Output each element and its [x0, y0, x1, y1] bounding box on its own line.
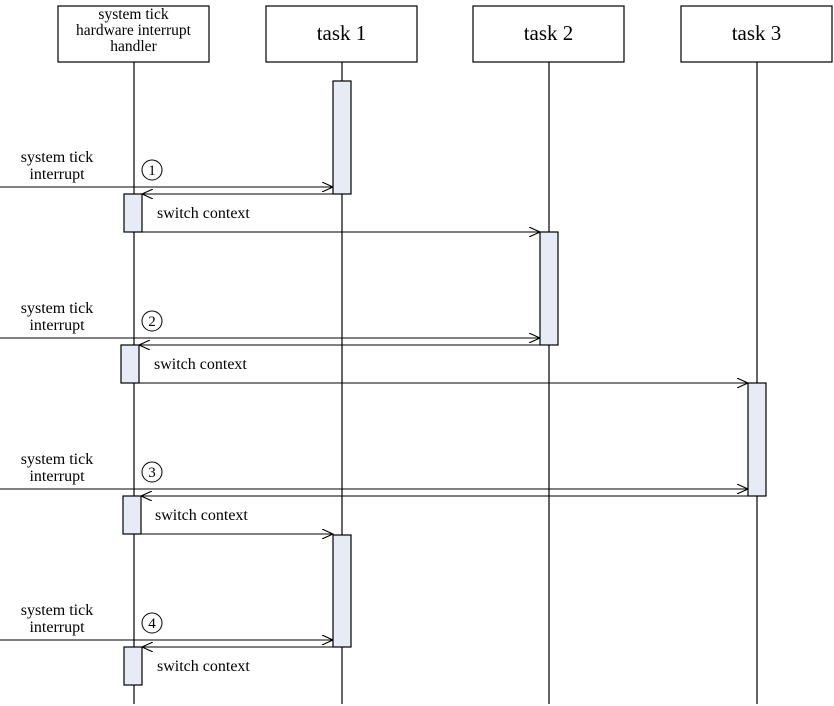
switch-context-label-2: switch context [154, 356, 247, 373]
participant-label-handler-line-3: handler [110, 38, 157, 55]
switch-context-label-4: switch context [157, 658, 250, 675]
activation-task1-1 [332, 80, 352, 195]
step-number-circle-4 [141, 612, 163, 634]
activation-handler-2 [120, 344, 140, 384]
step-number-1: 1 [148, 163, 156, 179]
step-number-circle-3 [141, 461, 163, 483]
interrupt-label-2-line-2: interrupt [29, 317, 85, 334]
participant-box-task2 [472, 5, 625, 63]
participant-label-task2: task 2 [524, 21, 574, 45]
step-number-circle-1 [141, 159, 163, 181]
participant-task1: task 1 [265, 5, 418, 63]
participant-box-task3 [680, 5, 833, 63]
step-number-2: 2 [148, 314, 156, 330]
interrupt-label-4-line-1: system tick [21, 602, 93, 619]
participant-label-handler-line-1: system tick [98, 6, 168, 23]
step-number-3: 3 [148, 465, 156, 481]
activation-task1-4 [332, 534, 352, 648]
step-number-circle-2 [141, 310, 163, 332]
interrupt-label-4-line-2: interrupt [29, 619, 85, 636]
activation-task3-3 [747, 382, 767, 497]
messages [0, 187, 748, 647]
participant-label-handler-line-2: hardware interrupt [76, 22, 192, 39]
activations [120, 80, 767, 686]
interrupt-label-3-line-2: interrupt [29, 468, 85, 485]
activation-handler-3 [122, 495, 142, 535]
participant-task2: task 2 [472, 5, 625, 63]
participant-box-handler [57, 5, 210, 63]
activation-handler-1 [123, 193, 143, 233]
activation-handler-4 [123, 646, 143, 686]
switch-context-label-3: switch context [155, 507, 248, 524]
participant-task3: task 3 [680, 5, 833, 63]
step-number-4: 4 [148, 616, 156, 632]
participant-label-task1: task 1 [317, 21, 367, 45]
interrupt-label-3-line-1: system tick [21, 451, 93, 468]
switch-context-label-1: switch context [157, 205, 250, 222]
activation-task2-2 [539, 231, 559, 346]
participant-box-task1 [265, 5, 418, 63]
interrupt-label-1-line-1: system tick [21, 149, 93, 166]
participant-label-task3: task 3 [732, 21, 782, 45]
interrupt-label-2-line-1: system tick [21, 300, 93, 317]
interrupt-label-1-line-2: interrupt [29, 166, 85, 183]
